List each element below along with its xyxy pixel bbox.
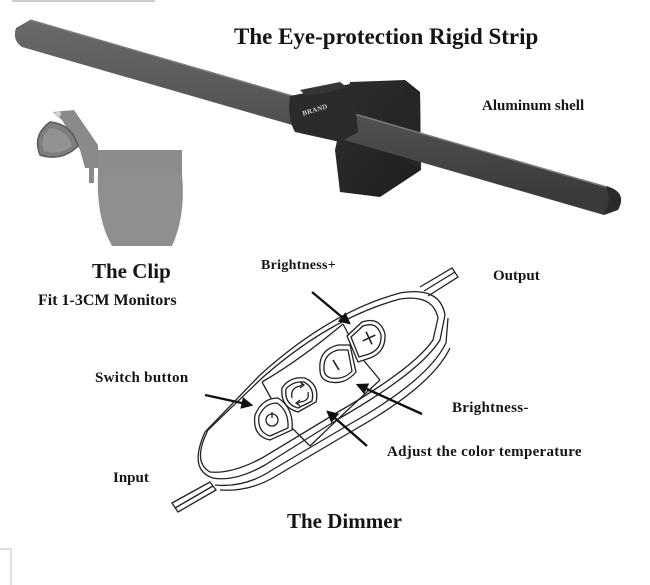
label-output: Output [493, 268, 540, 284]
arrow-switch [204, 393, 254, 409]
label-color-temperature: Adjust the color temperature [387, 444, 582, 460]
output-cable [419, 267, 459, 297]
mount-band [289, 84, 358, 142]
label-switch-button: Switch button [95, 370, 189, 386]
light-strip [14, 19, 622, 215]
frame-edge-bottom [0, 548, 12, 585]
arrow-brightness-plus [311, 291, 351, 325]
arrow-color-temp [326, 410, 368, 447]
clip-subtitle: Fit 1-3CM Monitors [38, 292, 177, 309]
end-cap [604, 186, 622, 215]
label-input: Input [113, 470, 149, 486]
arrow-brightness-minus [355, 383, 423, 416]
label-aluminum-shell: Aluminum shell [482, 98, 585, 114]
diagram-title: The Eye-protection Rigid Strip [234, 24, 539, 49]
clip-illustration [36, 110, 183, 246]
minus-icon [332, 359, 340, 371]
label-brightness-minus: Brightness- [452, 400, 529, 416]
brightness-minus-button[interactable] [319, 344, 357, 384]
color-temperature-button[interactable] [281, 377, 318, 413]
label-brightness-plus: Brightness+ [261, 258, 337, 273]
callout-arrows [204, 291, 423, 447]
dimmer-title: The Dimmer [287, 509, 402, 533]
dimmer-illustration [171, 267, 459, 513]
plus-icon [362, 331, 376, 345]
power-icon [265, 412, 279, 427]
power-button[interactable] [253, 397, 293, 441]
dimmer-body [197, 291, 446, 480]
refresh-cycle-icon [291, 381, 309, 407]
brightness-plus-button[interactable] [346, 319, 386, 363]
input-cable [171, 481, 217, 513]
clip-title: The Clip [92, 259, 171, 283]
